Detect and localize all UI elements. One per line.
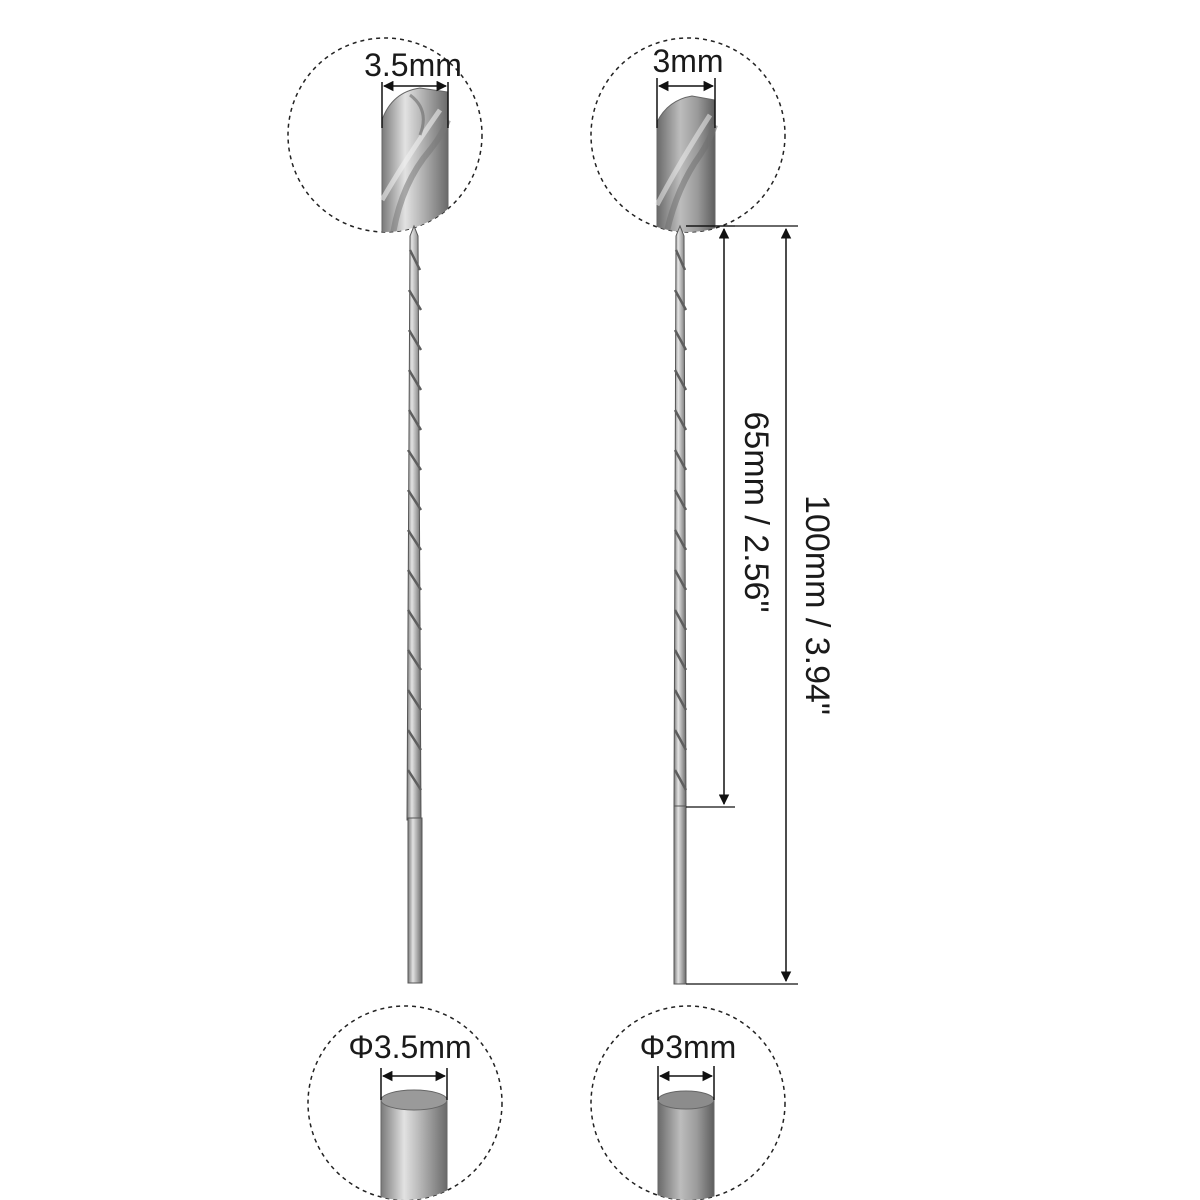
shank-detail-3mm: Φ3mm <box>590 1005 786 1200</box>
shank-diameter-label: Φ3.5mm <box>348 1029 471 1065</box>
drill-tip-closeup <box>654 95 718 232</box>
shank-detail-3-5mm: Φ3.5mm <box>307 1005 503 1200</box>
drill-shank-section <box>673 805 687 985</box>
flute-length-label: 65mm / 2.56" <box>737 411 775 612</box>
drill-tip-closeup <box>379 87 451 232</box>
tip-diameter-label: 3.5mm <box>364 47 462 83</box>
shank-end-closeup <box>657 1090 715 1200</box>
shank-diameter-label: Φ3mm <box>640 1029 737 1065</box>
overall-length-dimension: 100mm / 3.94" <box>686 225 836 985</box>
drill-bit-3-5mm <box>406 224 423 984</box>
flute-length-dimension: 65mm / 2.56" <box>686 225 775 808</box>
drill-shank-section <box>407 817 423 984</box>
tip-diameter-label: 3mm <box>652 43 723 79</box>
drill-bit-3mm <box>673 224 688 985</box>
shank-end-closeup <box>380 1089 448 1200</box>
tip-detail-3mm: 3mm <box>590 37 786 233</box>
tip-detail-3-5mm: 3.5mm <box>287 37 483 233</box>
overall-length-label: 100mm / 3.94" <box>798 495 836 715</box>
drill-flute-section <box>673 224 687 809</box>
